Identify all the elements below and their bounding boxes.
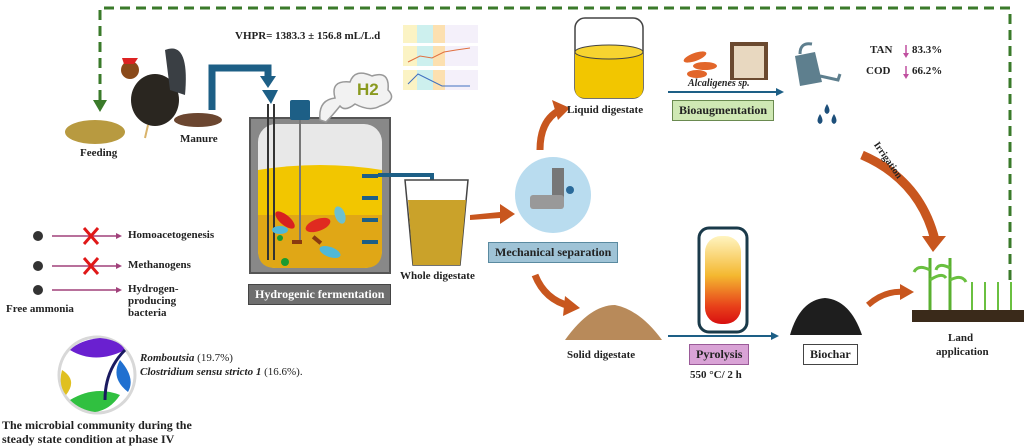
watering-can-icon [795,42,842,86]
land-plants-icon [912,258,1024,322]
biochar-box: Biochar [803,344,858,365]
taxon-pct: (16.6%). [264,366,303,378]
hydrogenic-fermentation-box: Hydrogenic fermentation [248,284,392,305]
taxon-romboutsia: Romboutsia (19.7%) [140,352,233,364]
flow-arrow-to-separator [470,204,515,224]
bioaugmentation-box: Bioaugmentation [672,100,775,121]
ammonia-particle-icon [33,231,43,295]
community-caption-line2: steady state condition at phase IV [2,432,175,446]
feedback-arrow-head [93,100,107,112]
methanogens-label: Methanogens [128,259,191,271]
irrigation-arrow [860,150,940,242]
separator-machine-icon [530,168,574,209]
pyrolysis-reactor-icon [697,226,749,334]
taxon-clostridium: Clostridium sensu stricto 1 (16.6%). [140,366,303,378]
cod-label: COD [866,65,891,77]
water-drops-icon [817,104,837,124]
pyrolysis-conditions: 550 °C/ 2 h [690,369,742,381]
feed-pipe [208,64,272,110]
hydrogen-cloud-icon [319,72,393,123]
flow-arrow-to-land [866,288,906,308]
bacteria-icon [683,51,717,78]
vhpr-label: VHPR= 1383.3 ± 156.8 mL/L.d [235,30,381,42]
reactor-icon [249,90,391,274]
feedback-loop-line [98,6,1012,280]
tan-label: TAN [870,44,893,56]
alcaligenes-label: Alcaligenes sp. [688,78,750,89]
solid-digestate-label: Solid digestate [567,349,636,361]
taxon-name: Romboutsia [140,352,195,364]
homoacetogenesis-label: Homoacetogenesis [128,229,215,241]
biochar-pile [790,298,862,335]
feeding-label: Feeding [80,147,118,159]
community-caption-line1: The microbial community during the [2,418,192,432]
taxon-pct: (19.7%) [197,352,233,364]
whole-digestate-cup [404,179,469,266]
h2-label: H2 [357,80,379,99]
liquid-digestate-label: Liquid digestate [567,104,644,116]
taxon-name: Clostridium sensu stricto 1 [140,366,262,378]
whole-digestate-label: Whole digestate [400,270,475,282]
manure-pile [174,113,222,127]
liquid-digestate-container [574,17,644,99]
solid-digestate-pile [565,305,662,340]
hydrogen-producing-bacteria-label: Hydrogen-producing bacteria [128,283,179,319]
land-application-label-2: application [936,346,989,358]
mini-charts-thumbnail [403,25,478,90]
blocked-x-icon [82,227,100,275]
culture-photo [730,42,768,80]
chord-diagram-icon [57,335,137,415]
chicken-icon [121,48,186,139]
land-application-label-1: Land [948,332,974,344]
pyrolysis-box: Pyrolysis [689,344,750,365]
mechanical-separation-box: Mechanical separation [488,242,619,263]
tan-value: 83.3% [912,44,943,56]
cod-value: 66.2% [912,65,943,77]
free-ammonia-label: Free ammonia [6,303,74,315]
manure-label: Manure [180,133,218,145]
inhibition-lines [52,233,122,293]
feed-pile [65,120,125,144]
